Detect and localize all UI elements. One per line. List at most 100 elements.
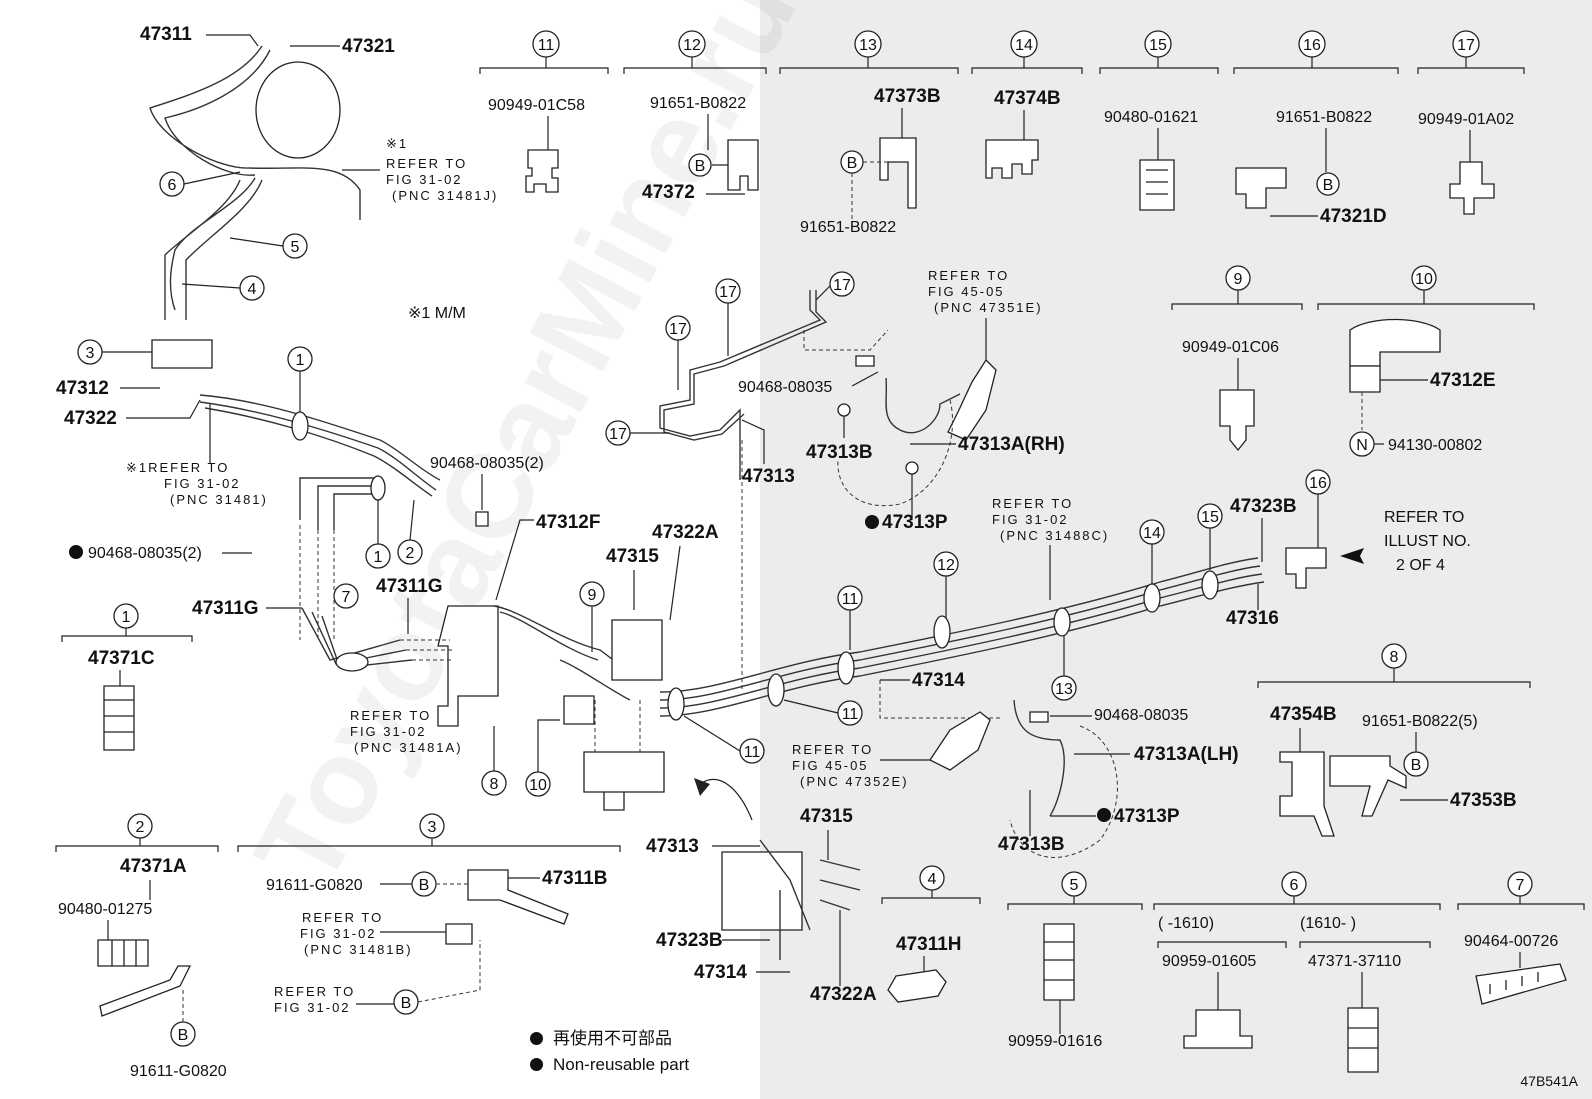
svg-text:16: 16 bbox=[1309, 475, 1327, 492]
group-header-13: 13 bbox=[779, 30, 959, 74]
refer-illust-line1: REFER TO bbox=[1384, 509, 1464, 526]
part-90468-08035-b: 90468-08035 bbox=[1094, 707, 1188, 724]
refer-fig-31-02-e: REFER TO bbox=[302, 910, 383, 925]
note-mm: ※1 M/M bbox=[408, 305, 466, 322]
part-47373B: 47373B bbox=[874, 86, 941, 107]
range-right: (1610- ) bbox=[1300, 915, 1356, 932]
callout-17-a: 17 bbox=[829, 271, 855, 297]
arrow-icon bbox=[1340, 548, 1364, 564]
refer-fig-31-02-a: REFER TO bbox=[386, 156, 467, 171]
group-header-3: 3 bbox=[419, 813, 445, 839]
part-47312E: 47312E bbox=[1430, 370, 1496, 391]
svg-text:7: 7 bbox=[1516, 877, 1525, 894]
brake-line-bundle-1 bbox=[199, 394, 441, 497]
svg-text:1: 1 bbox=[296, 352, 305, 369]
svg-text:(PNC 31481A): (PNC 31481A) bbox=[354, 740, 463, 755]
part-47353B: 47353B bbox=[1450, 790, 1517, 811]
svg-text:5: 5 bbox=[291, 239, 300, 256]
callout-3: 3 bbox=[77, 339, 103, 365]
group-header-16: 16 bbox=[1233, 30, 1399, 74]
group-header-1: 1 bbox=[113, 603, 139, 629]
backing-plate-bracket bbox=[929, 711, 991, 771]
group-header-14: 14 bbox=[971, 30, 1083, 74]
svg-text:10: 10 bbox=[529, 777, 547, 794]
svg-text:B: B bbox=[1411, 757, 1422, 774]
callout-17-d: 17 bbox=[605, 420, 631, 446]
part-47371-37110: 47371-37110 bbox=[1308, 953, 1401, 970]
cushion-block-icon bbox=[1349, 318, 1441, 367]
svg-text:(PNC 31488C): (PNC 31488C) bbox=[1000, 528, 1109, 543]
part-90480-01275: 90480-01275 bbox=[58, 901, 152, 918]
svg-text:FIG 31-02: FIG 31-02 bbox=[274, 1000, 351, 1015]
svg-text:9: 9 bbox=[588, 587, 597, 604]
svg-text:8: 8 bbox=[1390, 649, 1399, 666]
svg-text:6: 6 bbox=[1290, 877, 1299, 894]
pipe-clamp-icon bbox=[103, 685, 135, 751]
clip-icon bbox=[1449, 161, 1495, 215]
pipe-clamp-icon bbox=[1475, 963, 1567, 1005]
svg-text:FIG 31-02: FIG 31-02 bbox=[164, 476, 241, 491]
svg-text:13: 13 bbox=[859, 37, 877, 54]
part-94130-00802: 94130-00802 bbox=[1388, 437, 1482, 454]
brake-pipe-bundle bbox=[149, 45, 361, 320]
svg-text:ILLUST NO.: ILLUST NO. bbox=[1384, 533, 1471, 550]
part-47314-a: 47314 bbox=[912, 670, 965, 691]
callout-2-mid: 2 bbox=[397, 539, 423, 565]
part-90959-01605: 90959-01605 bbox=[1162, 953, 1256, 970]
group-header-15: 15 bbox=[1099, 30, 1219, 74]
clamp-icon bbox=[727, 139, 759, 191]
callout-8: 8 bbox=[481, 770, 507, 796]
figure-code: 47B541A bbox=[1520, 1073, 1578, 1089]
svg-text:12: 12 bbox=[937, 557, 955, 574]
svg-text:FIG 31-02: FIG 31-02 bbox=[992, 512, 1069, 527]
refer-fig-45-05-a: REFER TO bbox=[928, 268, 1009, 283]
junction-block-icon bbox=[151, 339, 213, 369]
bracket-icon bbox=[99, 965, 192, 1017]
callout-11-c: 11 bbox=[739, 738, 765, 764]
svg-text:B: B bbox=[401, 995, 412, 1012]
clip-icon bbox=[1219, 389, 1255, 452]
pipe-clamp-icon bbox=[1043, 923, 1075, 1001]
group-header-8: 8 bbox=[1381, 643, 1407, 669]
callout-7-mid: 7 bbox=[333, 583, 359, 609]
svg-text:※1: ※1 bbox=[386, 136, 408, 151]
svg-text:FIG 45-05: FIG 45-05 bbox=[792, 758, 869, 773]
svg-text:(PNC 31481B): (PNC 31481B) bbox=[304, 942, 413, 957]
part-90464-00726: 90464-00726 bbox=[1464, 933, 1558, 950]
svg-text:15: 15 bbox=[1201, 509, 1219, 526]
callout-11-a: 11 bbox=[837, 585, 863, 611]
part-47321: 47321 bbox=[342, 36, 395, 57]
clamp-icon bbox=[985, 139, 1039, 179]
grommet-icon bbox=[1139, 159, 1175, 211]
part-47313-b: 47313 bbox=[646, 836, 699, 857]
bracket-icon bbox=[879, 137, 917, 209]
svg-text:9: 9 bbox=[1234, 271, 1243, 288]
mounting-bracket-icon bbox=[437, 605, 499, 727]
svg-text:4: 4 bbox=[248, 281, 257, 298]
part-47313B-a: 47313B bbox=[806, 442, 873, 463]
refer-fig-31-02-c: REFER TO bbox=[350, 708, 431, 723]
callout-15-mid: 15 bbox=[1197, 503, 1223, 529]
callout-10-mid: 10 bbox=[525, 771, 551, 797]
part-47315-b: 47315 bbox=[800, 806, 853, 827]
clip-icon bbox=[445, 923, 473, 945]
part-91651-B0822-c: 91651-B0822 bbox=[1276, 109, 1372, 126]
refer-fig-45-05-b: REFER TO bbox=[792, 742, 873, 757]
legend-en: Non-reusable part bbox=[530, 1052, 689, 1078]
refer-fig-31-02-b: ※1REFER TO bbox=[126, 460, 229, 475]
callout-17-c: 17 bbox=[665, 315, 691, 341]
part-91611-G0820-b: 91611-G0820 bbox=[266, 877, 363, 894]
refer-fig-31-02-d: REFER TO bbox=[992, 496, 1073, 511]
refer-fig-31-02-f: REFER TO bbox=[274, 984, 355, 999]
svg-text:17: 17 bbox=[669, 321, 687, 338]
part-47354B: 47354B bbox=[1270, 704, 1337, 725]
svg-text:2: 2 bbox=[136, 819, 145, 836]
part-47322A-a: 47322A bbox=[652, 522, 719, 543]
svg-text:15: 15 bbox=[1149, 37, 1167, 54]
master-cylinder-icon bbox=[255, 61, 341, 159]
part-47312F: 47312F bbox=[536, 512, 600, 533]
part-91651-B0822-b: 91651-B0822 bbox=[800, 219, 896, 236]
clamp-icon bbox=[563, 695, 595, 725]
legend: 再使用不可部品 Non-reusable part bbox=[530, 1026, 689, 1078]
